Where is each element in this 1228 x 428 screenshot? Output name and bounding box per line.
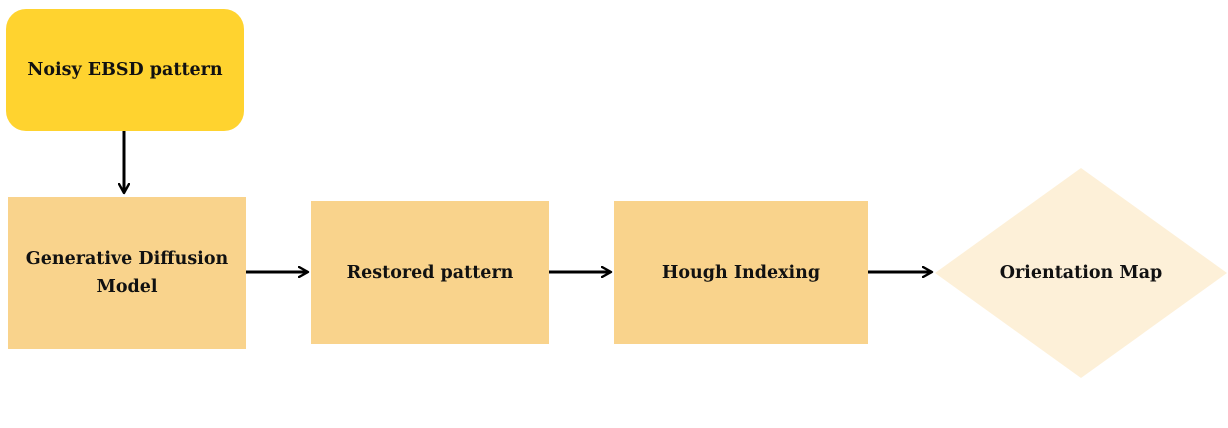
- orientation-map-node: Orientation Map: [935, 168, 1227, 378]
- generative-diffusion-model-label-line2: Model: [96, 277, 158, 297]
- orientation-map-diamond: [935, 168, 1227, 378]
- hough-indexing-label: Hough Indexing: [661, 262, 821, 283]
- noisy-ebsd-pattern-label: Noisy EBSD pattern: [27, 60, 223, 80]
- orientation-map-label: Orientation Map: [999, 263, 1163, 283]
- restored-pattern-node: Restored pattern: [311, 201, 549, 344]
- noisy-ebsd-pattern-node: Noisy EBSD pattern: [6, 9, 244, 131]
- generative-diffusion-model-label-line1: Generative Diffusion: [25, 249, 229, 269]
- generative-diffusion-model-node: Generative Diffusion Model: [8, 197, 246, 349]
- generative-diffusion-model-label: Generative Diffusion Model: [26, 245, 228, 301]
- restored-pattern-label: Restored pattern: [346, 262, 514, 283]
- hough-indexing-node: Hough Indexing: [614, 201, 868, 344]
